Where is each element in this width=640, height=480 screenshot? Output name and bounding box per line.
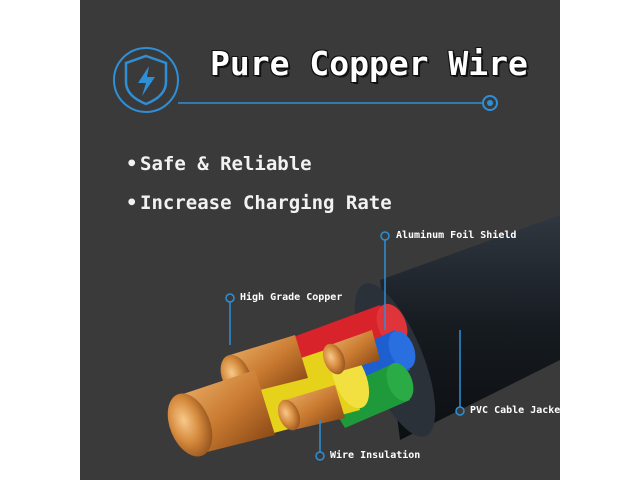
product-panel: Pure Copper Wire •Safe & Reliable •Incre…: [80, 0, 560, 480]
callout-copper: High Grade Copper: [240, 292, 343, 303]
callout-insulation: Wire Insulation: [330, 450, 421, 461]
callout-lines: [225, 231, 465, 461]
feature-text: Safe & Reliable: [140, 153, 312, 175]
feature-text: Increase Charging Rate: [140, 192, 392, 214]
title-divider: [178, 95, 498, 111]
page-title: Pure Copper Wire: [210, 44, 528, 83]
bullet-dot: •: [126, 153, 138, 175]
bullet-dot: •: [126, 192, 138, 214]
feature-bullet-2: •Increase Charging Rate: [126, 192, 392, 214]
feature-bullet-1: •Safe & Reliable: [126, 153, 312, 175]
callout-foil-shield: Aluminum Foil Shield: [396, 230, 517, 241]
callout-jacket: PVC Cable Jacket: [470, 405, 560, 416]
copper-strands: [167, 330, 380, 457]
shield-lightning-icon: [113, 47, 179, 113]
cable-illustration: [113, 47, 560, 461]
